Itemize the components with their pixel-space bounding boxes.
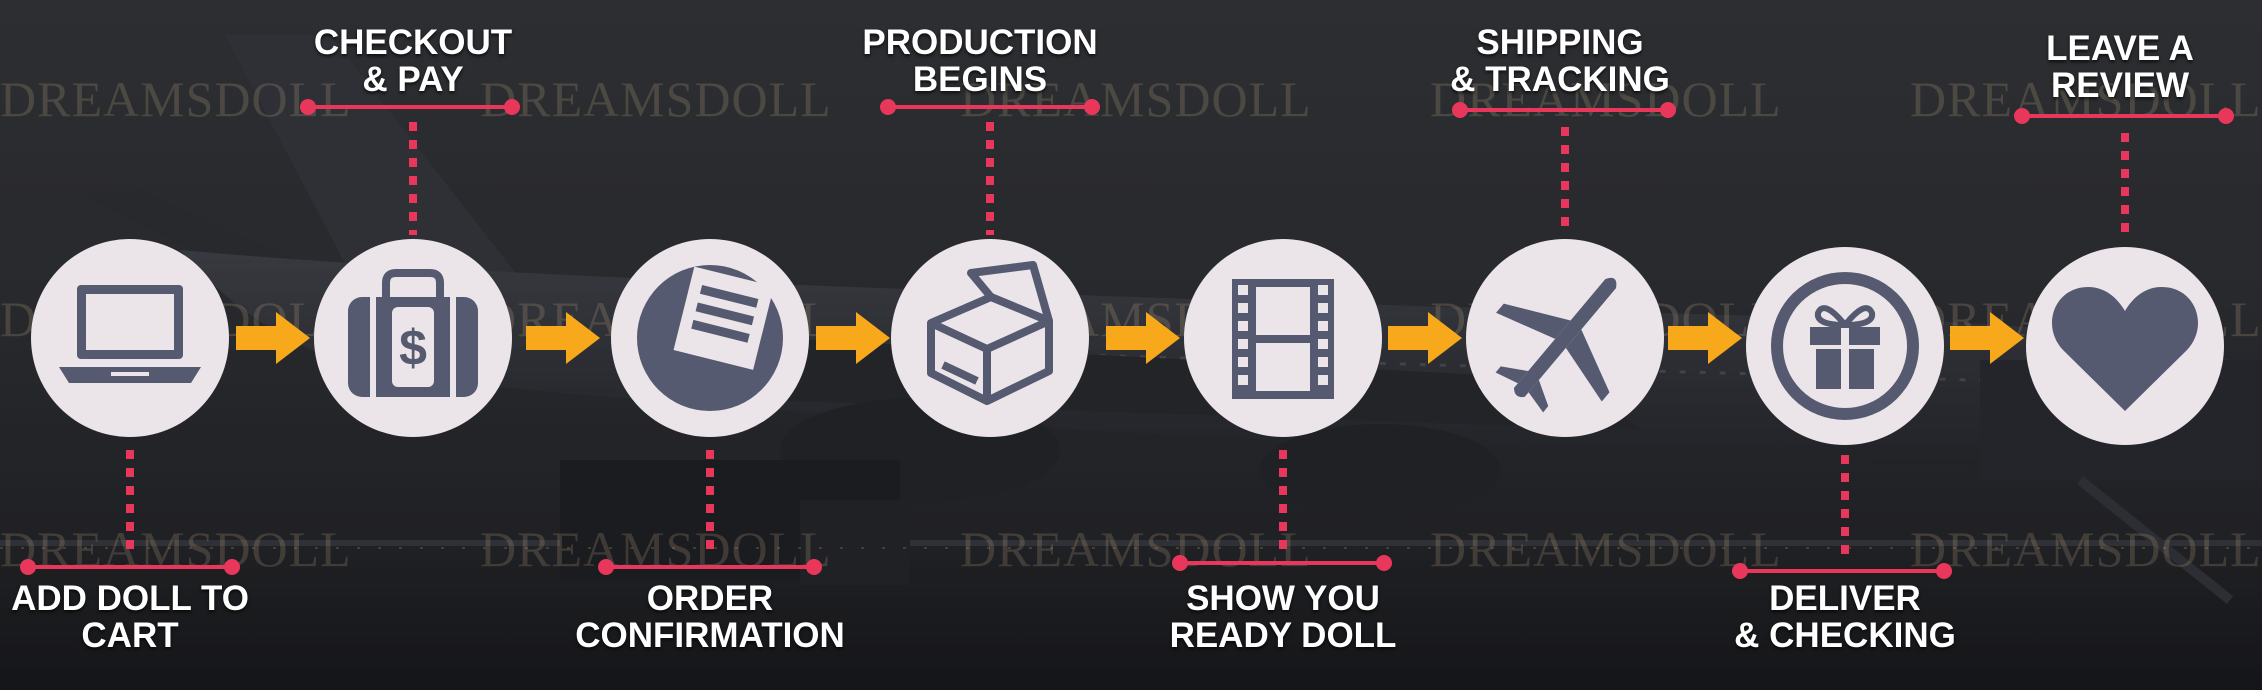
- arrow-right-icon: [526, 312, 600, 364]
- arrow-right-icon: [816, 312, 890, 364]
- heart-icon: [2051, 287, 2199, 411]
- step-label-line: DELIVER: [1769, 579, 1921, 618]
- step-label-line: ORDER: [646, 579, 774, 618]
- step-label-line: CONFIRMATION: [575, 616, 845, 655]
- bar-end-dot: [880, 99, 896, 115]
- step-7-label: DELIVER & CHECKING: [1705, 580, 1985, 654]
- bar-end-dot: [1660, 102, 1676, 118]
- watermark: DREAMSDOLL: [0, 71, 352, 127]
- step-6-circle: [1466, 239, 1664, 437]
- step-2-circle: $: [314, 239, 512, 437]
- step-label-line: CHECKOUT: [313, 23, 513, 62]
- arrow-right-icon: [1106, 312, 1180, 364]
- step-8-circle: [2026, 247, 2224, 445]
- arrow-right-icon: [1950, 312, 2024, 364]
- bar-end-dot: [1452, 102, 1468, 118]
- watermark: DREAMSDOLL: [960, 521, 1312, 577]
- step-label-line: LEAVE A: [2046, 29, 2194, 68]
- step-label-line: BEGINS: [912, 60, 1048, 99]
- step-label-line: & TRACKING: [1450, 60, 1670, 99]
- bar-end-dot: [1732, 563, 1748, 579]
- bar-end-dot: [2014, 108, 2030, 124]
- step-4-circle: [891, 239, 1089, 437]
- step-label-line: ADD DOLL TO: [11, 579, 249, 618]
- bar-end-dot: [1936, 563, 1952, 579]
- step-label-line: & PAY: [362, 60, 464, 99]
- step-label-line: SHOW YOU: [1186, 579, 1380, 618]
- watermark: DREAMSDOLL: [480, 71, 832, 127]
- gift-icon: [1771, 272, 1919, 420]
- bar-end-dot: [2218, 108, 2234, 124]
- bar-end-dot: [598, 559, 614, 575]
- film-strip-icon: [1232, 279, 1334, 399]
- svg-text:$: $: [399, 320, 427, 376]
- watermark: DREAMSDOLL: [960, 71, 1312, 127]
- step-label-line: CART: [81, 616, 179, 655]
- step-label-line: & CHECKING: [1734, 616, 1956, 655]
- bar-end-dot: [224, 559, 240, 575]
- watermark: DREAMSDOLL: [1430, 71, 1782, 127]
- step-5-label: SHOW YOU READY DOLL: [1143, 580, 1423, 654]
- step-label-line: SHIPPING: [1476, 23, 1644, 62]
- open-box-icon: [927, 261, 1053, 405]
- arrow-right-icon: [1668, 312, 1742, 364]
- arrow-right-icon: [1388, 312, 1462, 364]
- laptop-icon: [59, 285, 201, 383]
- bar-end-dot: [1172, 555, 1188, 571]
- step-label-line: PRODUCTION: [862, 23, 1098, 62]
- step-7-circle: [1746, 247, 1944, 445]
- bar-end-dot: [1084, 99, 1100, 115]
- bar-end-dot: [1376, 555, 1392, 571]
- step-8-label: LEAVE A REVIEW: [1980, 30, 2260, 104]
- bar-end-dot: [20, 559, 36, 575]
- step-2-label: CHECKOUT & PAY: [273, 24, 553, 98]
- bar-end-dot: [806, 559, 822, 575]
- step-1-circle: [31, 239, 229, 437]
- bar-end-dot: [504, 99, 520, 115]
- step-1-label: ADD DOLL TO CART: [0, 580, 270, 654]
- bar-end-dot: [300, 99, 316, 115]
- money-bag-icon: $: [348, 269, 478, 397]
- arrow-right-icon: [236, 312, 310, 364]
- step-label-line: REVIEW: [2050, 66, 2190, 105]
- watermark: DREAMSDOLL: [1910, 521, 2262, 577]
- airplane-icon: [1495, 277, 1617, 413]
- step-5-circle: [1184, 239, 1382, 437]
- step-6-label: SHIPPING & TRACKING: [1420, 24, 1700, 98]
- document-icon: [637, 265, 783, 411]
- step-label-line: READY DOLL: [1169, 616, 1397, 655]
- step-3-circle: [611, 239, 809, 437]
- step-4-label: PRODUCTION BEGINS: [840, 24, 1120, 98]
- watermark: DREAMSDOLL: [1430, 521, 1782, 577]
- step-3-label: ORDER CONFIRMATION: [570, 580, 850, 654]
